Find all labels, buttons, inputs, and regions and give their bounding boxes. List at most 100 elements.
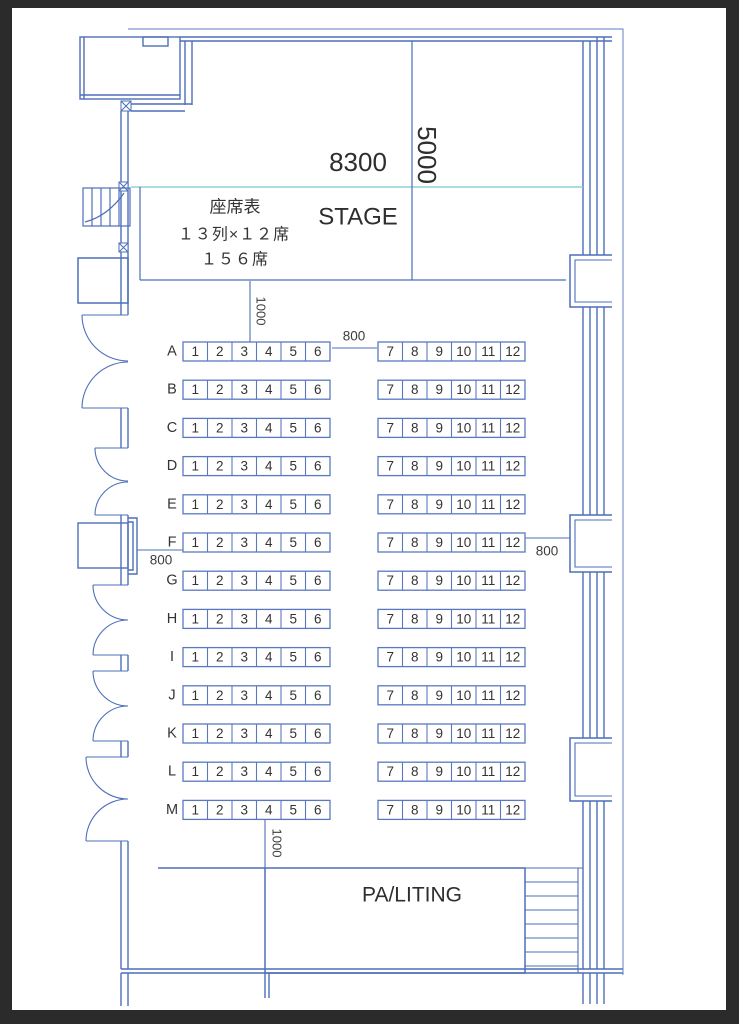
seat-D12: 12 xyxy=(505,459,520,474)
seat-L1: 1 xyxy=(191,764,199,779)
seat-B12: 12 xyxy=(505,382,520,397)
seat-C6: 6 xyxy=(314,420,322,435)
seat-K2: 2 xyxy=(216,726,224,741)
seating-chart-title: 座席表 xyxy=(210,198,261,217)
seat-E1: 1 xyxy=(191,497,199,512)
seat-F9: 9 xyxy=(435,535,443,550)
seat-L4: 4 xyxy=(265,764,273,779)
seating-layout-text: １３列×１２席 xyxy=(178,226,290,244)
seat-C8: 8 xyxy=(411,420,419,435)
seat-H9: 9 xyxy=(435,611,443,626)
seat-I7: 7 xyxy=(386,650,394,665)
main-walls xyxy=(79,36,623,1006)
seat-G8: 8 xyxy=(411,573,419,588)
seat-J9: 9 xyxy=(435,688,443,703)
seat-F4: 4 xyxy=(265,535,273,550)
seat-L10: 10 xyxy=(456,764,471,779)
row-letter: J xyxy=(168,687,175,703)
dim-stage-to-first-row: 1000 xyxy=(254,297,269,326)
seat-I9: 9 xyxy=(435,650,443,665)
stairs-top-left xyxy=(82,187,131,227)
seat-F7: 7 xyxy=(386,535,394,550)
seat-B2: 2 xyxy=(216,382,224,397)
seat-L11: 11 xyxy=(481,764,495,779)
seat-I3: 3 xyxy=(240,650,248,665)
seat-H11: 11 xyxy=(481,611,495,626)
seat-D3: 3 xyxy=(240,459,248,474)
seat-M5: 5 xyxy=(289,802,297,817)
seat-G7: 7 xyxy=(386,573,394,588)
dim-last-row-to-rear: 1000 xyxy=(270,829,285,858)
seat-G3: 3 xyxy=(240,573,248,588)
seat-B5: 5 xyxy=(289,382,297,397)
seat-H1: 1 xyxy=(191,611,199,626)
seat-C11: 11 xyxy=(481,420,495,435)
alcove-3 xyxy=(566,737,612,802)
row-letter: E xyxy=(167,496,177,512)
seat-E5: 5 xyxy=(289,497,297,512)
seat-F3: 3 xyxy=(240,535,248,550)
seat-J2: 2 xyxy=(216,688,224,703)
seat-K12: 12 xyxy=(505,726,520,741)
seat-G6: 6 xyxy=(314,573,322,588)
dim-center-aisle: 800 xyxy=(343,329,366,344)
seat-E2: 2 xyxy=(216,497,224,512)
seat-C3: 3 xyxy=(240,420,248,435)
row-letter: G xyxy=(166,573,177,589)
seating-total-text: １５６席 xyxy=(201,251,269,269)
seat-G5: 5 xyxy=(289,573,297,588)
seat-M12: 12 xyxy=(505,802,520,817)
left-service-box xyxy=(77,257,129,304)
seat-B7: 7 xyxy=(386,382,394,397)
seat-H8: 8 xyxy=(411,611,419,626)
seat-I11: 11 xyxy=(481,650,495,665)
right-wall-alcoves xyxy=(566,254,612,802)
seat-A6: 6 xyxy=(314,344,322,359)
seat-F5: 5 xyxy=(289,535,297,550)
seat-M11: 11 xyxy=(481,802,495,817)
seat-I10: 10 xyxy=(456,650,471,665)
seat-B8: 8 xyxy=(411,382,419,397)
seat-L12: 12 xyxy=(505,764,520,779)
seat-F8: 8 xyxy=(411,535,419,550)
seat-G11: 11 xyxy=(481,573,495,588)
seat-C7: 7 xyxy=(386,420,394,435)
seat-I1: 1 xyxy=(191,650,199,665)
seat-E7: 7 xyxy=(386,497,394,512)
seat-H10: 10 xyxy=(456,611,471,626)
pa-booth-room xyxy=(264,867,526,974)
seat-H6: 6 xyxy=(314,611,322,626)
seat-G4: 4 xyxy=(265,573,273,588)
seat-M9: 9 xyxy=(435,802,443,817)
seat-D5: 5 xyxy=(289,459,297,474)
seat-G9: 9 xyxy=(435,573,443,588)
seat-H5: 5 xyxy=(289,611,297,626)
seat-G10: 10 xyxy=(456,573,471,588)
seat-I8: 8 xyxy=(411,650,419,665)
seat-A3: 3 xyxy=(240,344,248,359)
seat-A5: 5 xyxy=(289,344,297,359)
stage-width-dim: 8300 xyxy=(329,147,387,177)
seat-F1: 1 xyxy=(191,535,199,550)
seat-K4: 4 xyxy=(265,726,273,741)
seat-M1: 1 xyxy=(191,802,199,817)
seat-D11: 11 xyxy=(481,459,495,474)
seat-I5: 5 xyxy=(289,650,297,665)
seat-J5: 5 xyxy=(289,688,297,703)
seat-H4: 4 xyxy=(265,611,273,626)
